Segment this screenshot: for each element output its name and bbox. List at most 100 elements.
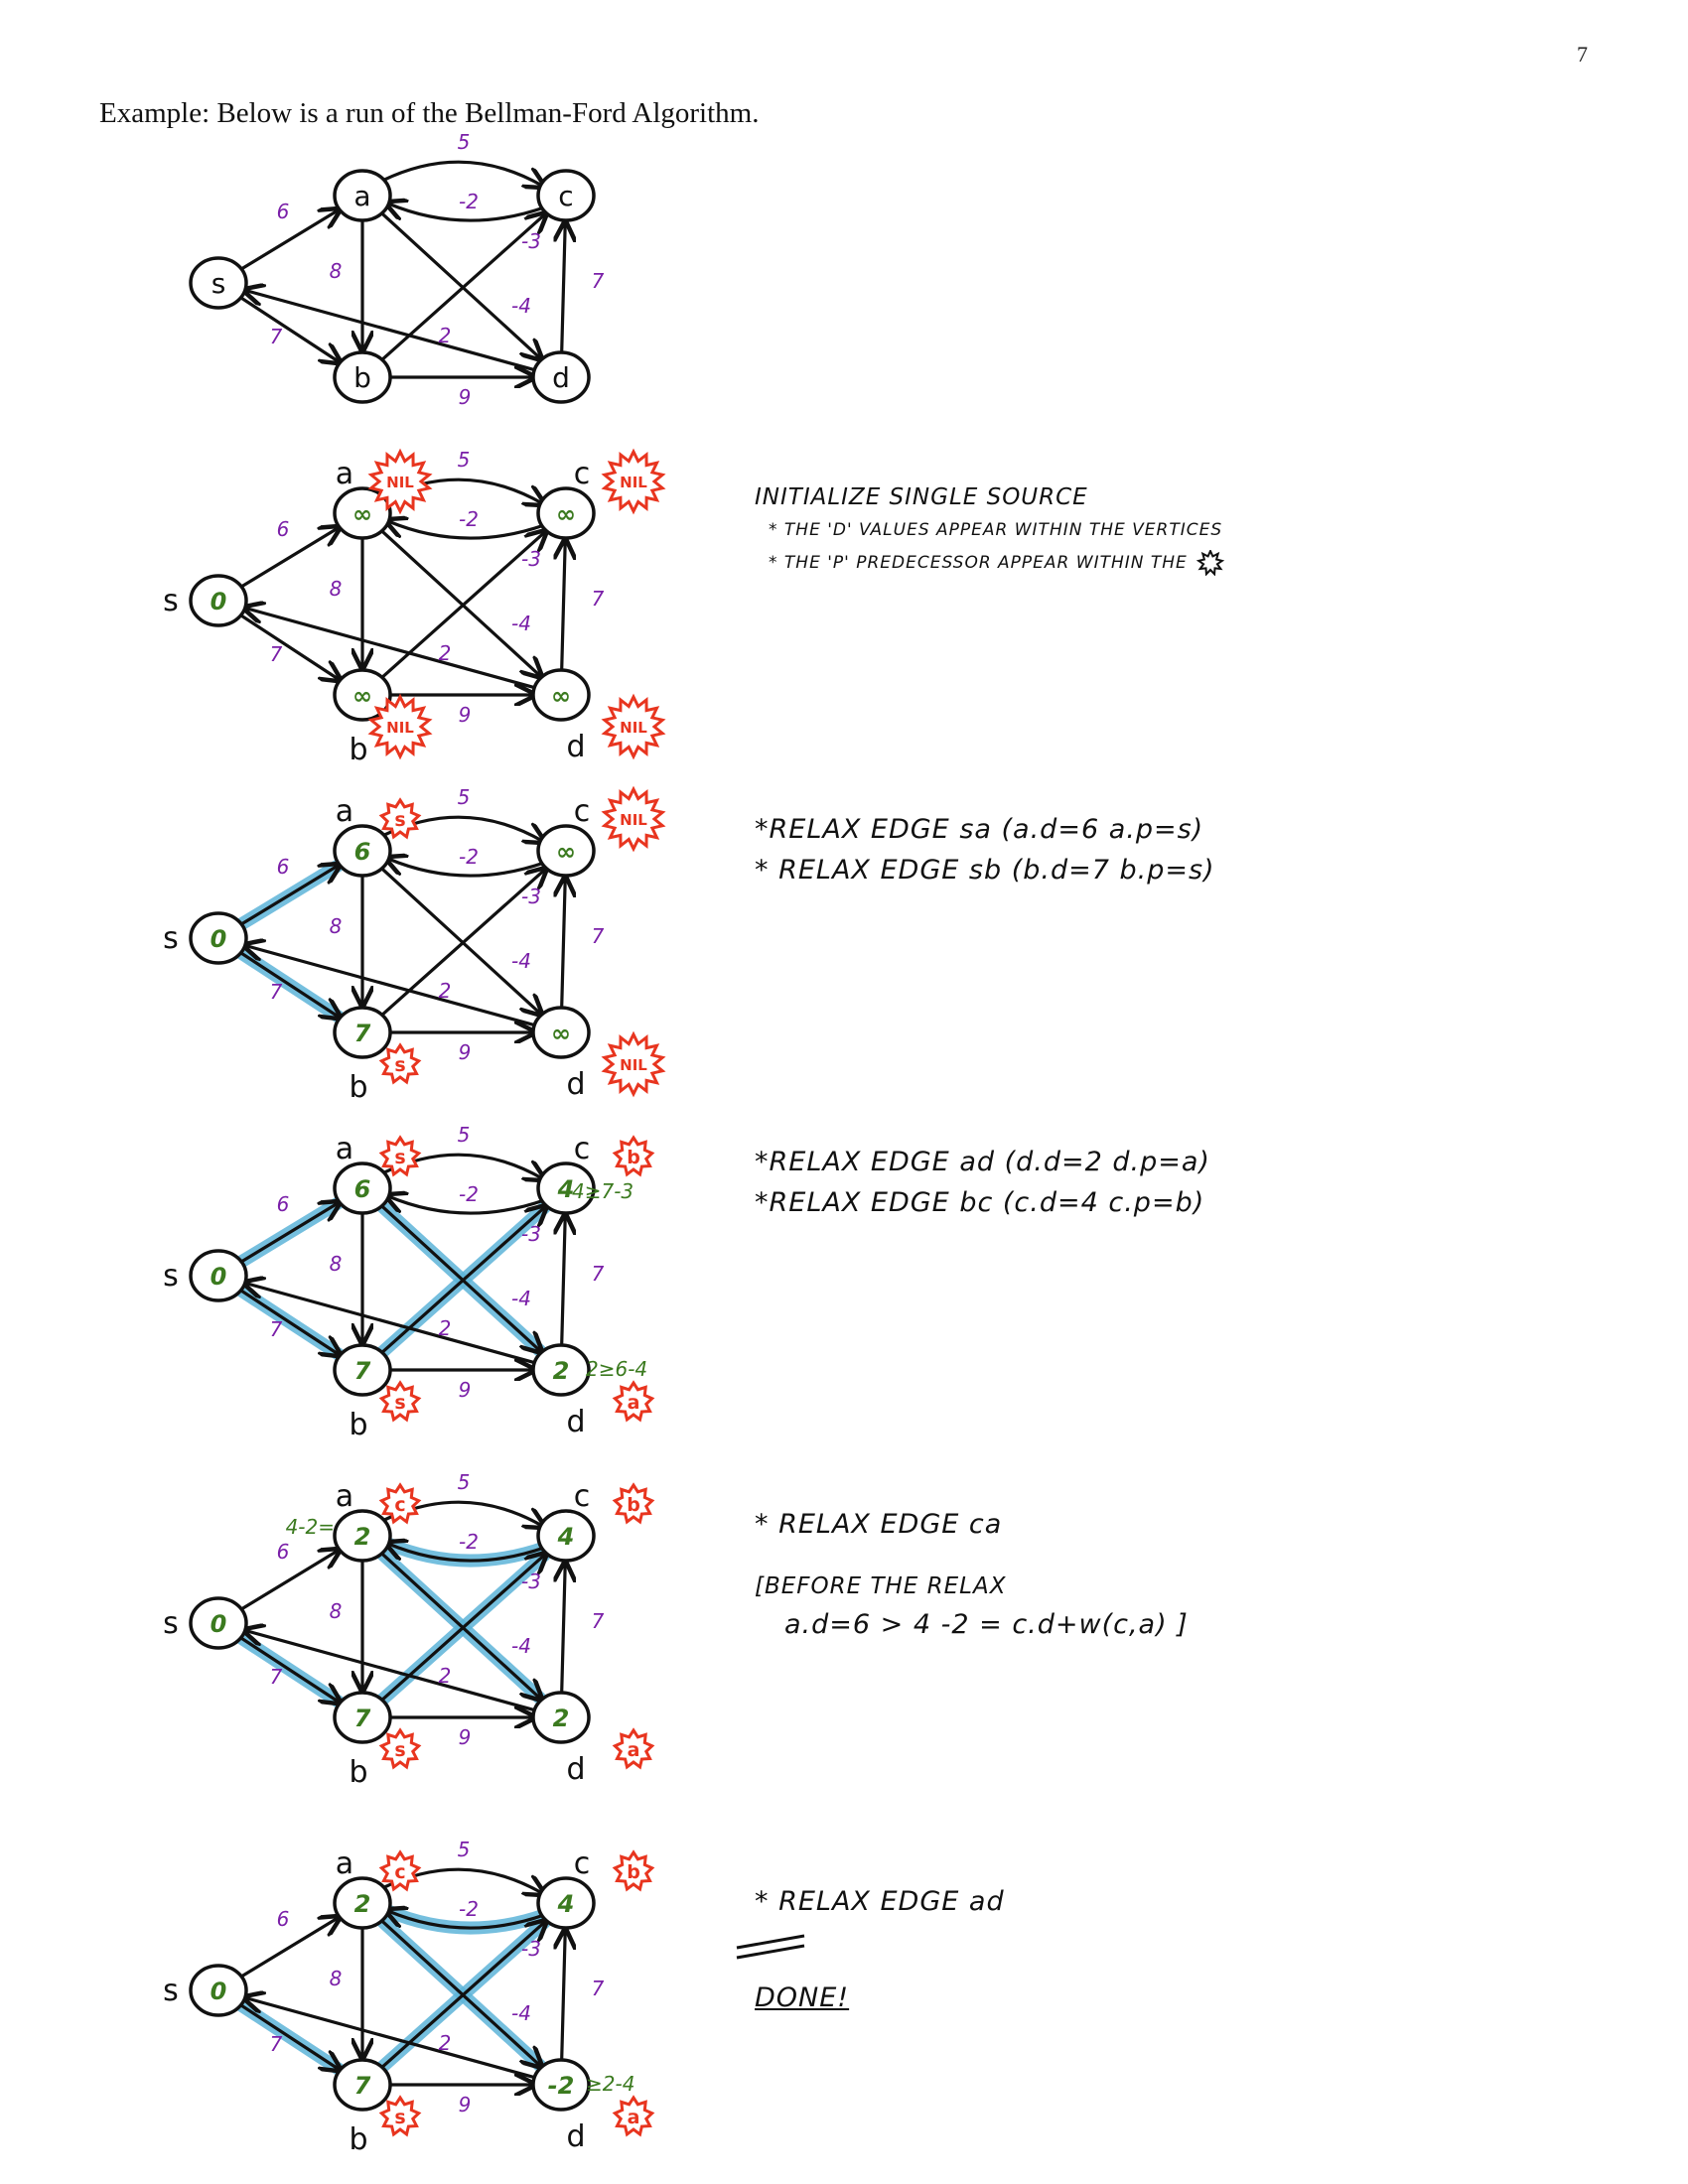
weight-s-a: 6 bbox=[277, 1907, 290, 1931]
note-line: * The 'd' values appear within the verti… bbox=[769, 520, 1223, 540]
predecessor-b: s bbox=[394, 1739, 405, 1761]
vertex-label-b: b bbox=[353, 361, 371, 394]
note-line: * RELAX EDGE ca bbox=[755, 1509, 1003, 1540]
vertex-label-s: s bbox=[163, 1974, 179, 2008]
predecessor-b: s bbox=[394, 2107, 405, 2128]
predecessor-a: s bbox=[394, 809, 405, 831]
vertex-label-d: d bbox=[552, 361, 570, 394]
vertex-label-s: s bbox=[163, 1606, 179, 1641]
edge-a-d bbox=[380, 211, 540, 357]
weight-a-c: 5 bbox=[458, 130, 471, 154]
edge-s-a bbox=[239, 1203, 338, 1264]
note-line: *RELAX EDGE bc (c.d=4 c.p=b) bbox=[755, 1187, 1205, 1218]
predecessor-burst-b bbox=[378, 2095, 422, 2137]
edge-d-c bbox=[562, 1217, 565, 1345]
page-number: 7 bbox=[1577, 42, 1588, 67]
edge-d-s bbox=[246, 1284, 537, 1365]
d-value-a: 6 bbox=[354, 1175, 371, 1203]
weight-s-b: 7 bbox=[270, 642, 283, 666]
vertex-a bbox=[333, 824, 392, 878]
predecessor-burst-c bbox=[601, 785, 666, 853]
weight-a-b: 8 bbox=[330, 259, 343, 283]
vertex-s bbox=[189, 911, 248, 965]
note-line: * RELAX EDGE sb (b.d=7 b.p=s) bbox=[755, 855, 1215, 886]
predecessor-b: NIL bbox=[386, 719, 414, 737]
vertex-s bbox=[189, 1596, 248, 1650]
note-line: a.d=6 > 4 -2 = c.d+w(c,a) ] bbox=[784, 1609, 1189, 1640]
vertex-d bbox=[531, 1691, 591, 1744]
weight-b-d: 9 bbox=[459, 2093, 472, 2116]
weight-a-d: -4 bbox=[511, 612, 531, 635]
predecessor-d: NIL bbox=[620, 719, 647, 737]
d-value-a: ∞ bbox=[352, 500, 372, 528]
vertex-d bbox=[531, 350, 591, 404]
d-value-b: 7 bbox=[354, 1705, 371, 1732]
vertex-label-c: c bbox=[574, 457, 591, 491]
predecessor-d: a bbox=[628, 1739, 640, 1761]
d-value-a: 2 bbox=[354, 1890, 371, 1918]
weight-a-b: 8 bbox=[330, 914, 343, 938]
weight-a-c: 5 bbox=[458, 1470, 471, 1494]
predecessor-c: b bbox=[627, 1494, 640, 1516]
vertex-a bbox=[333, 1876, 392, 1930]
weight-c-a: -2 bbox=[459, 507, 479, 531]
vertex-c bbox=[536, 1876, 596, 1930]
weight-a-d: -4 bbox=[511, 1287, 531, 1310]
predecessor-burst-d bbox=[612, 1380, 655, 1423]
vertex-label-a: a bbox=[336, 794, 353, 829]
predecessor-d: a bbox=[628, 1392, 640, 1414]
vertex-b bbox=[333, 2058, 392, 2112]
d-value-b: 7 bbox=[354, 1357, 371, 1385]
vertex-label-b: b bbox=[349, 1070, 367, 1105]
vertex-s bbox=[189, 256, 248, 310]
vertex-b bbox=[333, 1006, 392, 1059]
predecessor-a: NIL bbox=[386, 474, 414, 491]
d-value-a: 2 bbox=[354, 1523, 371, 1551]
predecessor-burst-b bbox=[378, 1042, 422, 1085]
weight-b-d: 9 bbox=[459, 703, 472, 727]
vertex-label-b: b bbox=[349, 733, 367, 767]
weight-b-c: -3 bbox=[521, 885, 541, 908]
vertex-label-c: c bbox=[558, 180, 573, 212]
weight-b-d: 9 bbox=[459, 1378, 472, 1402]
predecessor-b: s bbox=[394, 1392, 405, 1414]
vertex-label-a: a bbox=[336, 457, 353, 491]
step-note-4: *RELAX EDGE ad (d.d=2 d.p=a) *RELAX EDGE … bbox=[755, 1147, 1210, 1228]
note-line: *RELAX EDGE ad (d.d=2 d.p=a) bbox=[755, 1147, 1210, 1177]
vertex-c bbox=[536, 824, 596, 878]
step-note-2: Initialize Single Source * The 'd' values… bbox=[755, 484, 1227, 586]
weight-c-a: -2 bbox=[459, 1530, 479, 1554]
vertex-d bbox=[531, 1343, 591, 1397]
predecessor-burst-a bbox=[378, 1849, 422, 1892]
weight-a-b: 8 bbox=[330, 1252, 343, 1276]
weight-a-c: 5 bbox=[458, 1838, 471, 1861]
edge-s-b bbox=[238, 614, 339, 679]
weight-d-c: 7 bbox=[592, 1609, 605, 1633]
predecessor-burst-d bbox=[612, 1727, 655, 1770]
weight-s-b: 7 bbox=[270, 1665, 283, 1689]
predecessor-d: a bbox=[628, 2107, 640, 2128]
predecessor-burst-c bbox=[612, 1135, 655, 1177]
note-line: Initialize Single Source bbox=[755, 484, 1088, 510]
edge-a-d bbox=[380, 1919, 540, 2065]
vertex-d bbox=[531, 668, 591, 722]
weight-s-a: 6 bbox=[277, 855, 290, 879]
edge-s-a bbox=[239, 210, 338, 271]
edge-d-s bbox=[246, 1998, 537, 2080]
vertex-c bbox=[536, 169, 596, 222]
weight-a-d: -4 bbox=[511, 294, 531, 318]
d-value-c: 4 bbox=[557, 1523, 575, 1551]
d-value-s: 0 bbox=[211, 588, 227, 615]
predecessor-burst-c bbox=[612, 1482, 655, 1525]
edge-a-d bbox=[380, 1204, 540, 1350]
d-value-s: 0 bbox=[211, 1610, 227, 1638]
d-value-s: 0 bbox=[211, 1978, 227, 2005]
d-value-d: -2 bbox=[548, 2072, 575, 2100]
predecessor-c: NIL bbox=[620, 811, 647, 829]
vertex-label-c: c bbox=[574, 794, 591, 829]
edge-s-b bbox=[238, 1289, 339, 1354]
